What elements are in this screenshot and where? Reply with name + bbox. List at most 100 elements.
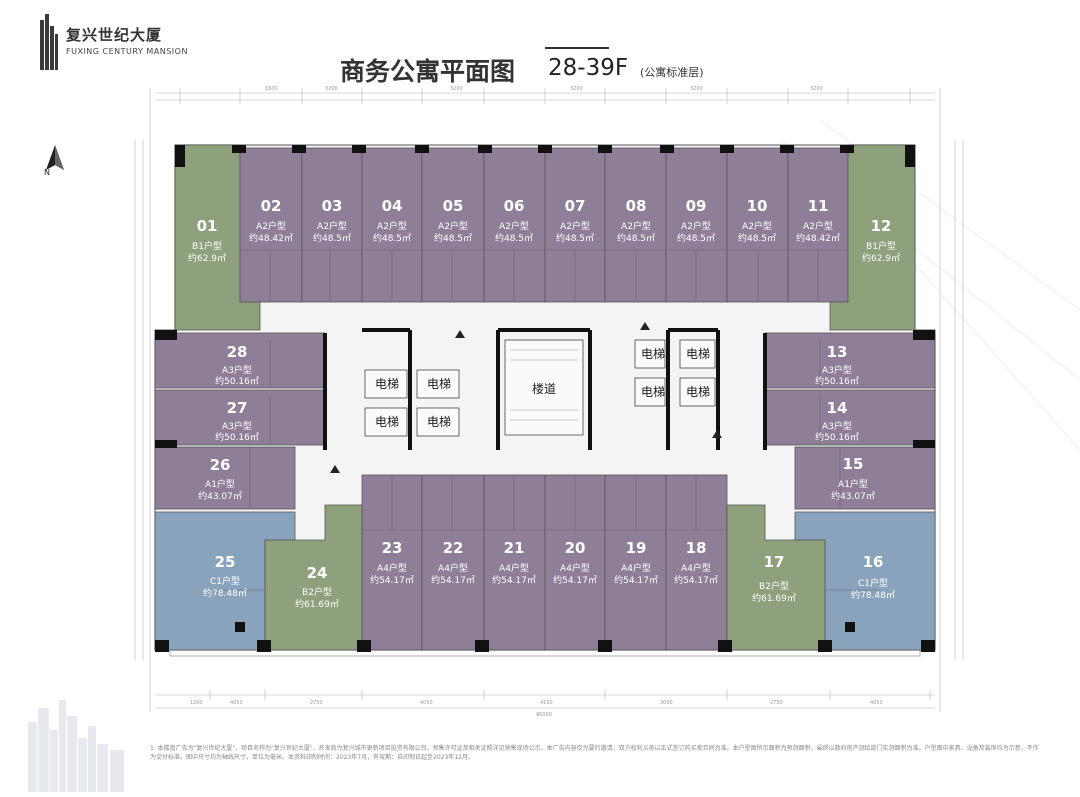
unit-14-type: A3户型 (822, 420, 852, 432)
unit-26-number: 26 (210, 456, 231, 474)
dim-top-6: 3200 (810, 86, 823, 92)
unit-12-area: 约62.9㎡ (862, 252, 900, 264)
dim-bottom-5: 4150 (540, 700, 553, 706)
unit-28[interactable] (154, 332, 326, 389)
unit-12-type: B1户型 (866, 240, 896, 252)
dim-top-1: 1600 (265, 86, 278, 92)
unit-27[interactable] (154, 389, 326, 446)
unit-23-area: 约54.17㎡ (370, 574, 414, 586)
core-walls (323, 328, 767, 450)
disclaimer-text: 1. 本楼盘广告为"复兴世纪大厦"，项目名称为"复兴世纪大厦"，开发商为复兴城市… (150, 745, 1039, 761)
dimension-ticks (179, 88, 931, 700)
unit-13-number: 13 (827, 343, 848, 361)
unit-01-type: B1户型 (192, 240, 222, 252)
unit-15[interactable] (794, 446, 936, 510)
interior-partitions (210, 249, 880, 591)
unit-02[interactable] (239, 147, 303, 303)
unit-05-area: 约48.5㎡ (434, 232, 472, 244)
elevator-label-4: 电梯 (427, 415, 451, 429)
unit-10[interactable] (726, 147, 789, 303)
unit-16-type: C1户型 (858, 577, 888, 589)
dim-bottom-3: 2750 (310, 700, 323, 706)
structural-columns (155, 145, 935, 652)
dim-total: 45000 (536, 712, 552, 718)
dim-top-2: 3200 (325, 86, 338, 92)
unit-10-type: A2户型 (742, 220, 772, 232)
unit-21-type: A4户型 (499, 562, 529, 574)
unit-02-number: 02 (261, 197, 282, 215)
stair-label: 楼道 (532, 381, 556, 396)
unit-22-type: A4户型 (438, 562, 468, 574)
unit-02-type: A2户型 (256, 220, 286, 232)
unit-15-number: 15 (843, 455, 864, 473)
unit-03-area: 约48.5㎡ (313, 232, 351, 244)
unit-18-number: 18 (686, 539, 707, 557)
skyline-decoration (28, 700, 124, 792)
unit-15-type: A1户型 (838, 478, 868, 490)
unit-07-type: A2户型 (560, 220, 590, 232)
unit-08-type: A2户型 (621, 220, 651, 232)
unit-04-area: 约48.5㎡ (373, 232, 411, 244)
elevator-label-3: 电梯 (427, 377, 451, 391)
unit-04-type: A2户型 (377, 220, 407, 232)
dim-bottom-7: 2750 (770, 700, 783, 706)
unit-19[interactable] (604, 474, 667, 651)
page-title: 商务公寓平面图 (340, 57, 516, 86)
stair-treads (510, 349, 578, 421)
floor-note: (公寓标准层) (640, 66, 704, 79)
unit-17-type: B2户型 (759, 580, 789, 592)
unit-20-number: 20 (565, 539, 586, 557)
unit-18[interactable] (665, 474, 728, 651)
unit-16-number: 16 (863, 553, 884, 571)
unit-13[interactable] (764, 332, 936, 389)
elevator-label-6: 电梯 (641, 385, 665, 399)
unit-06[interactable] (483, 147, 546, 303)
unit-18-area: 约54.17㎡ (674, 574, 718, 586)
elevator-label-5: 电梯 (641, 347, 665, 361)
elevator-label-8: 电梯 (686, 385, 710, 399)
unit-23-type: A4户型 (377, 562, 407, 574)
dim-bottom-2: 4050 (230, 700, 243, 706)
unit-26-type: A1户型 (205, 478, 235, 490)
unit-14[interactable] (764, 389, 936, 446)
unit-22-number: 22 (443, 539, 464, 557)
floor-range: 28-39F (548, 55, 629, 81)
unit-24-type: B2户型 (302, 586, 332, 598)
dim-top-3: 3200 (450, 86, 463, 92)
elevator-label-2: 电梯 (375, 415, 399, 429)
unit-14-area: 约50.16㎡ (815, 431, 859, 443)
unit-11-area: 约48.42㎡ (796, 232, 840, 244)
unit-05[interactable] (421, 147, 485, 303)
unit-08-area: 约48.5㎡ (617, 232, 655, 244)
unit-19-type: A4户型 (621, 562, 651, 574)
unit-03-number: 03 (322, 197, 343, 215)
unit-01-area: 约62.9㎡ (188, 252, 226, 264)
compass-label: N (44, 168, 50, 177)
unit-13-type: A3户型 (822, 364, 852, 376)
unit-14-number: 14 (827, 399, 848, 417)
unit-06-type: A2户型 (499, 220, 529, 232)
unit-28-number: 28 (227, 343, 248, 361)
unit-16-area: 约78.48㎡ (851, 589, 895, 601)
unit-21-area: 约54.17㎡ (492, 574, 536, 586)
unit-17-number: 17 (764, 553, 785, 571)
unit-27-number: 27 (227, 399, 248, 417)
dim-bottom-1: 1200 (190, 700, 203, 706)
unit-12-number: 12 (871, 217, 892, 235)
dim-bottom-4: 4050 (420, 700, 433, 706)
unit-09[interactable] (665, 147, 728, 303)
unit-25-type: C1户型 (210, 575, 240, 587)
unit-18-type: A4户型 (681, 562, 711, 574)
brand-name-en: FUXING CENTURY MANSION (66, 47, 188, 56)
unit-09-type: A2户型 (681, 220, 711, 232)
unit-21[interactable] (483, 474, 546, 651)
unit-13-area: 约50.16㎡ (815, 375, 859, 387)
unit-11-number: 11 (808, 197, 829, 215)
unit-09-number: 09 (686, 197, 707, 215)
unit-08[interactable] (604, 147, 667, 303)
core-rooms (364, 339, 716, 437)
unit-03[interactable] (301, 147, 363, 303)
unit-26[interactable] (154, 446, 296, 510)
unit-22[interactable] (421, 474, 485, 651)
